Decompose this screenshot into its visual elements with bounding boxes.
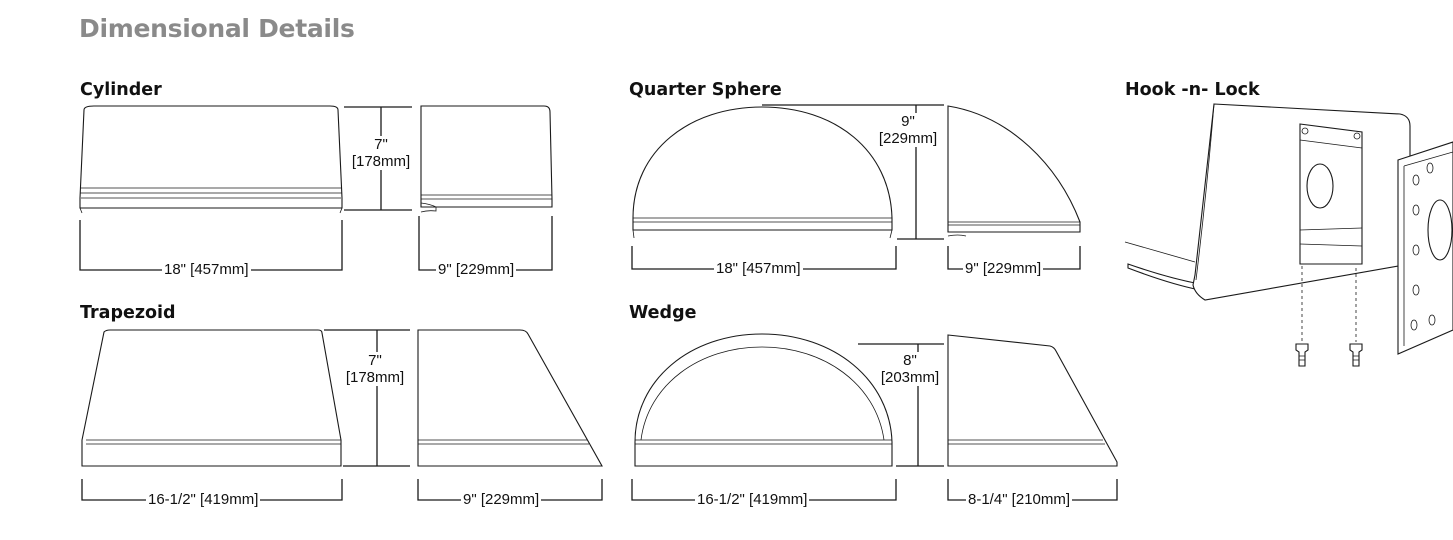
quarter-sphere-side-view [947,105,1081,237]
cylinder-width-label: 18" [457mm] [162,261,251,278]
quarter-sphere-height-label: 9" [229mm] [872,113,944,147]
quarter-sphere-front-view [632,106,893,239]
trapezoid-side-view [417,329,603,467]
hook-n-lock-title: Hook -n- Lock [1125,80,1260,100]
trapezoid-height-label: 7" [178mm] [340,352,410,386]
trapezoid-front-view [81,329,342,467]
wedge-height-label: 8" [203mm] [874,352,946,386]
wedge-front-view [634,333,893,467]
quarter-sphere-depth-label: 9" [229mm] [963,260,1044,277]
wedge-width-label: 16-1/2" [419mm] [695,491,810,508]
cylinder-title: Cylinder [80,80,162,100]
trapezoid-depth-label: 9" [229mm] [461,491,542,508]
quarter-sphere-title: Quarter Sphere [629,80,782,100]
wedge-depth-label: 8-1/4" [210mm] [966,491,1073,508]
wedge-height-mm: [203mm] [880,369,940,386]
quarter-sphere-height-mm: [229mm] [878,130,938,147]
wedge-height-inches: 8" [903,352,917,369]
cylinder-depth-label: 9" [229mm] [436,261,517,278]
quarter-sphere-width-label: 18" [457mm] [714,260,803,277]
cylinder-front-view [79,105,343,214]
trapezoid-title: Trapezoid [80,303,176,323]
screw-icon [1349,343,1363,367]
trapezoid-width-label: 16-1/2" [419mm] [146,491,261,508]
wedge-side-view [947,334,1118,467]
screw-icon [1295,343,1309,367]
trapezoid-height-mm: [178mm] [345,369,405,386]
cylinder-side-view [420,105,553,213]
cylinder-height-mm: [178mm] [351,153,411,170]
cylinder-height-inches: 7" [374,136,388,153]
cylinder-height-label: 7" [178mm] [346,136,416,170]
quarter-sphere-height-inches: 9" [901,113,915,130]
wedge-title: Wedge [629,303,697,323]
page-title: Dimensional Details [79,14,355,43]
hook-n-lock-illustration [1124,103,1453,367]
trapezoid-height-inches: 7" [368,352,382,369]
